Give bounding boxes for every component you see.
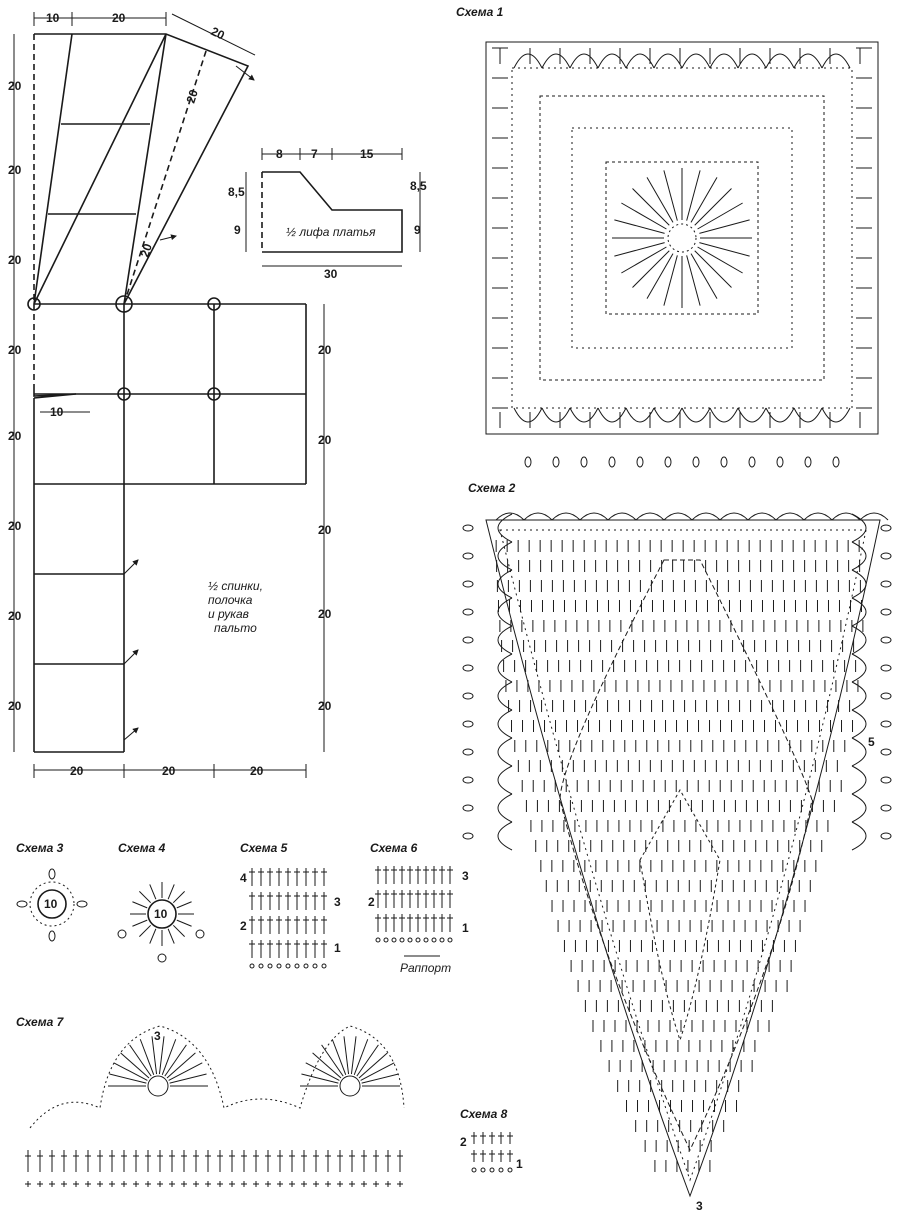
svg-text:2: 2 [460, 1135, 467, 1149]
scheme-2-mark: 5 [868, 735, 875, 749]
scheme-4: Схема 4 10 [117, 841, 205, 963]
svg-text:и рукав: и рукав [208, 607, 249, 621]
svg-text:полочка: полочка [208, 593, 253, 607]
scheme-1: Схема 1 [456, 5, 892, 851]
svg-text:Раппорт: Раппорт [400, 961, 451, 975]
svg-text:8,5: 8,5 [228, 185, 245, 199]
dim-notch-10: 10 [50, 405, 64, 419]
svg-text:Схема 5: Схема 5 [240, 841, 288, 855]
scheme-2-title: Схема 2 [468, 481, 516, 495]
svg-text:20: 20 [318, 433, 332, 447]
svg-text:Схема 4: Схема 4 [118, 841, 166, 855]
scheme-8: Схема 8 2 1 [460, 1107, 523, 1173]
svg-text:20: 20 [162, 764, 176, 778]
svg-text:4: 4 [240, 871, 247, 885]
svg-text:3: 3 [462, 869, 469, 883]
svg-text:20: 20 [8, 163, 22, 177]
svg-text:Схема 8: Схема 8 [460, 1107, 508, 1121]
svg-text:Схема 6: Схема 6 [370, 841, 418, 855]
coat-pattern: 10 20 20 20 20 [8, 11, 332, 778]
scheme-2-bottom-mark: 3 [696, 1199, 703, 1213]
dim-top-10: 10 [46, 11, 60, 25]
scheme-5: Схема 5 4 2 3 1 [240, 841, 341, 969]
svg-text:20: 20 [8, 519, 22, 533]
dim-collar-20: 20 [209, 24, 227, 43]
dim-top-20: 20 [112, 11, 126, 25]
right-dims: 20 20 20 20 20 [318, 343, 332, 713]
svg-text:30: 30 [324, 267, 338, 281]
svg-text:2: 2 [240, 919, 247, 933]
svg-text:20: 20 [318, 523, 332, 537]
svg-text:20: 20 [250, 764, 264, 778]
bodice-label: ½ лифа платья [286, 225, 376, 239]
svg-text:20: 20 [8, 429, 22, 443]
dim-collar-side-a: 20 [184, 88, 202, 105]
svg-text:20: 20 [8, 343, 22, 357]
svg-text:20: 20 [318, 607, 332, 621]
svg-text:20: 20 [318, 699, 332, 713]
svg-text:7: 7 [311, 147, 318, 161]
svg-text:1: 1 [334, 941, 341, 955]
svg-text:2: 2 [368, 895, 375, 909]
scheme-2: Схема 2 5 3 [468, 481, 889, 1213]
svg-text:10: 10 [154, 907, 168, 921]
svg-text:½ спинки,: ½ спинки, [208, 579, 263, 593]
scheme-6: Схема 6 2 3 1 Раппорт [368, 841, 469, 975]
svg-text:20: 20 [8, 609, 22, 623]
svg-text:8,5: 8,5 [410, 179, 427, 193]
scheme-3-markers [27, 295, 221, 401]
coat-label: ½ спинки, полочка и рукав пальто [208, 579, 263, 635]
svg-text:9: 9 [234, 223, 241, 237]
scheme-3: Схема 3 10 [16, 841, 88, 942]
svg-text:Схема 3: Схема 3 [16, 841, 64, 855]
svg-text:1: 1 [462, 921, 469, 935]
svg-text:Схема 7: Схема 7 [16, 1015, 65, 1029]
left-dims: 20 20 20 20 20 20 20 20 [8, 79, 22, 713]
scheme-1-title: Схема 1 [456, 5, 504, 19]
svg-text:15: 15 [360, 147, 374, 161]
svg-text:9: 9 [414, 223, 421, 237]
svg-text:3: 3 [154, 1029, 161, 1043]
bodice-pattern: 8 7 15 8,5 9 8,5 9 30 ½ лифа платья [228, 147, 427, 281]
svg-text:3: 3 [334, 895, 341, 909]
svg-text:20: 20 [8, 699, 22, 713]
svg-text:1: 1 [516, 1157, 523, 1171]
svg-text:20: 20 [318, 343, 332, 357]
svg-text:пальто: пальто [214, 621, 257, 635]
svg-text:20: 20 [8, 79, 22, 93]
svg-text:8: 8 [276, 147, 283, 161]
dim-collar-side-b: 20 [138, 242, 156, 259]
svg-text:20: 20 [8, 253, 22, 267]
svg-text:20: 20 [70, 764, 84, 778]
scheme-7: Схема 7 3 [16, 1015, 405, 1187]
bottom-dims: 20 20 20 [70, 764, 264, 778]
svg-text:10: 10 [44, 897, 58, 911]
